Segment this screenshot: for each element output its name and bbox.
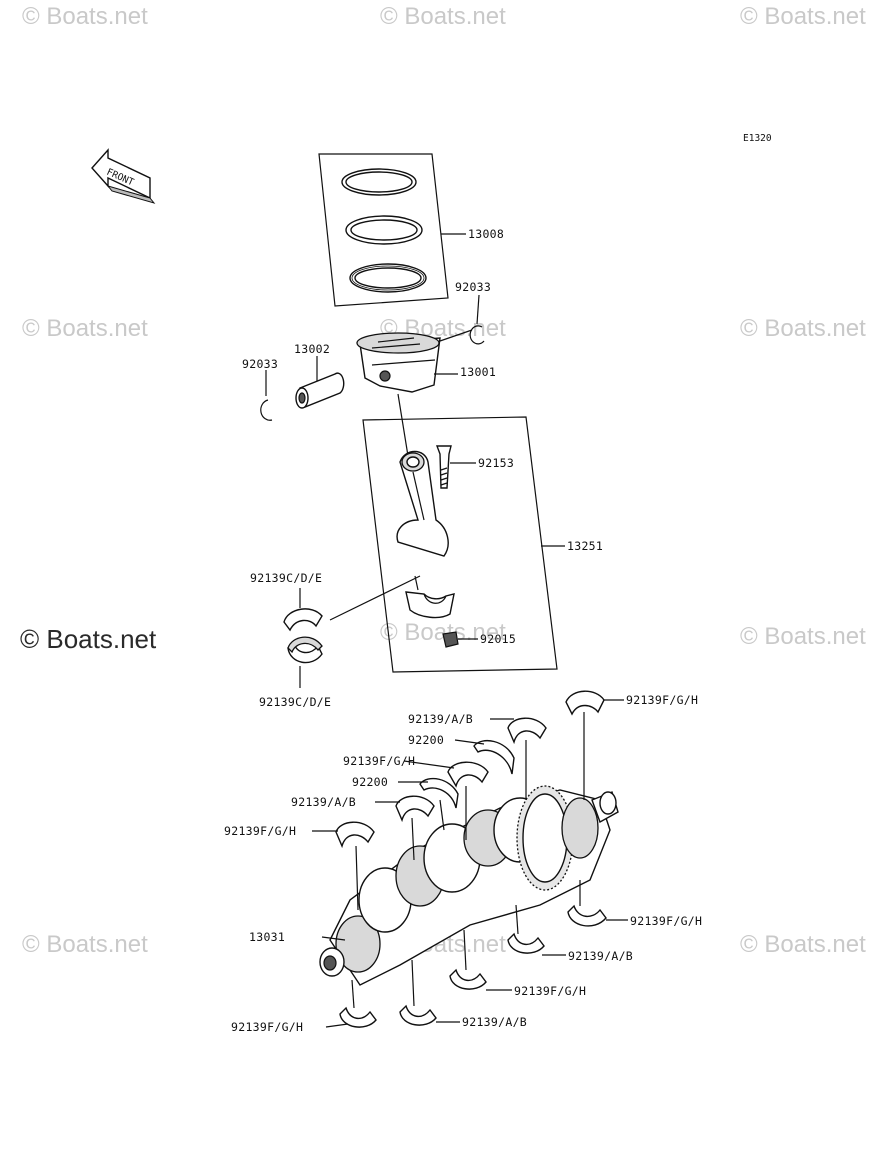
connecting-rod [396, 450, 449, 557]
part-label: 92139F/G/H [224, 824, 296, 838]
main-bearing-upper-right [565, 690, 624, 800]
part-label: 92139C/D/E [250, 571, 322, 585]
main-bearing-ab-bottom [399, 959, 460, 1026]
watermarks: © Boats.net © Boats.net © Boats.net © Bo… [20, 3, 866, 958]
rod-bearing-upper [283, 575, 421, 632]
front-arrow-icon: FRONT [91, 148, 156, 204]
part-label: 92200 [408, 733, 444, 747]
main-bearing-fgh-bottom-left [325, 979, 377, 1028]
rod-bolt [435, 445, 476, 489]
part-label: 92139C/D/E [259, 695, 331, 709]
watermark-text: © Boats.net [380, 619, 506, 646]
circlip-right [469, 294, 485, 345]
watermark-text: © Boats.net [380, 3, 506, 30]
part-label: 92033 [455, 280, 491, 294]
watermark-text: © Boats.net [22, 931, 148, 958]
part-label: 92139/A/B [408, 712, 473, 726]
watermark-text: © Boats.net [20, 624, 157, 654]
part-label: 92139F/G/H [343, 754, 415, 768]
rod-nut [442, 631, 478, 648]
watermark-text: © Boats.net [740, 315, 866, 342]
piston [356, 329, 473, 457]
main-bearing-fgh-3 [312, 821, 375, 911]
main-bearing-fgh-lower-mid [449, 929, 512, 991]
rod-cap [405, 575, 455, 619]
part-label: 13002 [294, 342, 330, 356]
main-bearing-ab-1 [490, 717, 547, 800]
main-bearing-ab-2 [375, 795, 435, 861]
main-bearing-fgh-2 [403, 760, 489, 840]
part-label: 92139/A/B [568, 949, 633, 963]
part-label: 13251 [567, 539, 603, 553]
thrust-washer-2 [398, 777, 459, 831]
main-bearing-ab-lower [507, 904, 566, 956]
part-label: 92139F/G/H [626, 693, 698, 707]
part-label: 92139/A/B [462, 1015, 527, 1029]
part-label: 92139F/G/H [514, 984, 586, 998]
watermark-text: © Boats.net [740, 3, 866, 30]
part-label: 92153 [478, 456, 514, 470]
part-label: 92015 [480, 632, 516, 646]
part-label: 13001 [460, 365, 496, 379]
part-label: 92139F/G/H [630, 914, 702, 928]
part-labels: 13008 92033 92033 13002 13001 92153 1325… [224, 227, 702, 1034]
part-label: 92200 [352, 775, 388, 789]
diagram-code: E1320 [743, 133, 772, 144]
piston-pin [295, 356, 345, 409]
watermark-text: © Boats.net [22, 315, 148, 342]
rod-bearing-lower [287, 636, 323, 688]
circlip-left [260, 370, 273, 421]
watermark-text: © Boats.net [740, 931, 866, 958]
part-label: 92033 [242, 357, 278, 371]
part-label: 92139F/G/H [231, 1020, 303, 1034]
part-label: 13031 [249, 930, 285, 944]
crankshaft [319, 785, 619, 986]
watermark-text: © Boats.net [740, 623, 866, 650]
thrust-washer-1 [454, 739, 515, 775]
piston-ring-set [318, 153, 466, 307]
main-bearing-lower-right [567, 880, 628, 927]
connecting-rod-assembly [362, 416, 565, 673]
part-label: 13008 [468, 227, 504, 241]
part-label: 92139/A/B [291, 795, 356, 809]
watermark-text: © Boats.net [22, 3, 148, 30]
